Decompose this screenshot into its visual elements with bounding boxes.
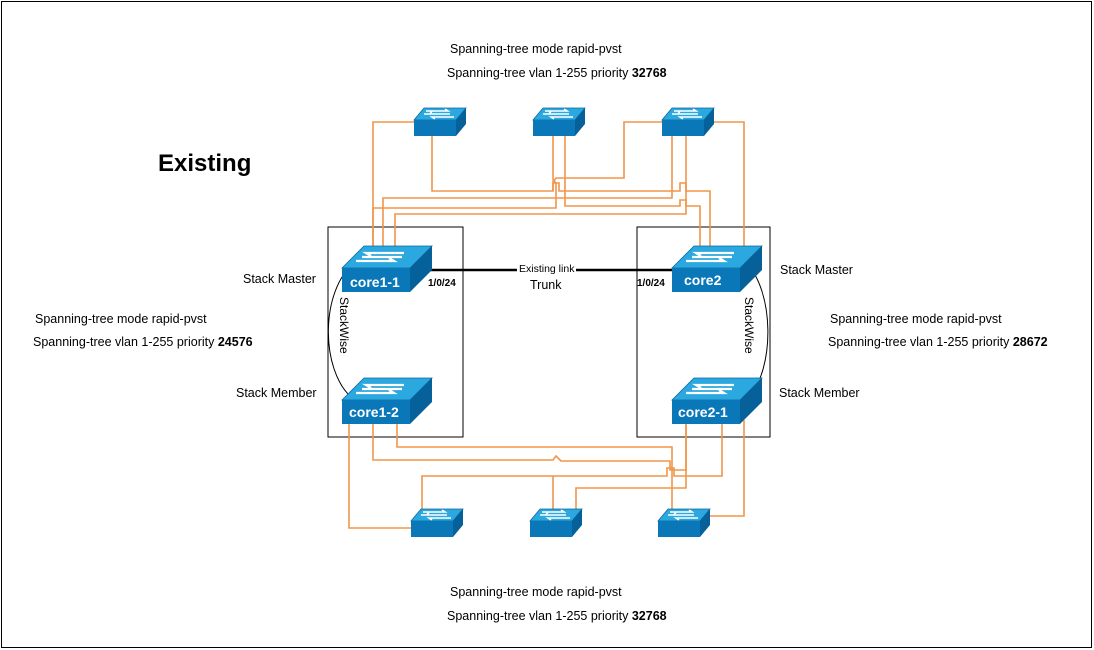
bottom-uplinks — [348, 420, 745, 529]
core2-stackwise-label: StackWise — [742, 297, 756, 354]
core1-port-label: 1/0/24 — [428, 278, 456, 289]
access-switch-top-1 — [413, 107, 467, 137]
trunk-label: Trunk — [530, 278, 562, 292]
switch-core1-2: core1-2 — [340, 376, 434, 426]
core2-port-label: 1/0/24 — [637, 278, 665, 289]
core2-priority: Spanning-tree vlan 1-255 priority 28672 — [828, 335, 1048, 349]
switch-core2-1-label: core2-1 — [678, 404, 728, 420]
access-switch-top-3 — [661, 107, 715, 137]
core2-mode: Spanning-tree mode rapid-pvst — [830, 312, 1002, 326]
core2-stack-member-label: Stack Member — [779, 386, 860, 400]
switch-core1-2-label: core1-2 — [349, 404, 399, 420]
top-uplinks — [372, 121, 745, 250]
top-access-mode: Spanning-tree mode rapid-pvst — [450, 42, 622, 56]
top-access-priority: Spanning-tree vlan 1-255 priority 32768 — [447, 66, 667, 80]
bottom-access-priority: Spanning-tree vlan 1-255 priority 32768 — [447, 609, 667, 623]
switch-core1-1: core1-1 — [340, 244, 434, 294]
switch-core2: core2 — [670, 244, 764, 294]
access-switch-bottom-1 — [410, 508, 464, 538]
bottom-access-mode: Spanning-tree mode rapid-pvst — [450, 585, 622, 599]
core1-mode: Spanning-tree mode rapid-pvst — [35, 312, 207, 326]
core2-stack-master-label: Stack Master — [780, 263, 853, 277]
core1-stack-master-label: Stack Master — [243, 272, 316, 286]
core1-stackwise-label: StackWise — [337, 297, 351, 354]
switch-core2-label: core2 — [684, 272, 722, 288]
core1-stack-member-label: Stack Member — [236, 386, 317, 400]
access-switch-bottom-3 — [657, 508, 711, 538]
core1-priority: Spanning-tree vlan 1-255 priority 24576 — [33, 335, 253, 349]
access-switch-bottom-2 — [529, 508, 583, 538]
diagram-title: Existing — [158, 150, 252, 177]
switch-core1-1-label: core1-1 — [350, 274, 400, 290]
core2-stack-box — [636, 226, 771, 438]
existing-link-label: Existing link — [517, 263, 577, 275]
access-switch-top-2 — [532, 107, 586, 137]
switch-core2-1: core2-1 — [670, 376, 764, 426]
